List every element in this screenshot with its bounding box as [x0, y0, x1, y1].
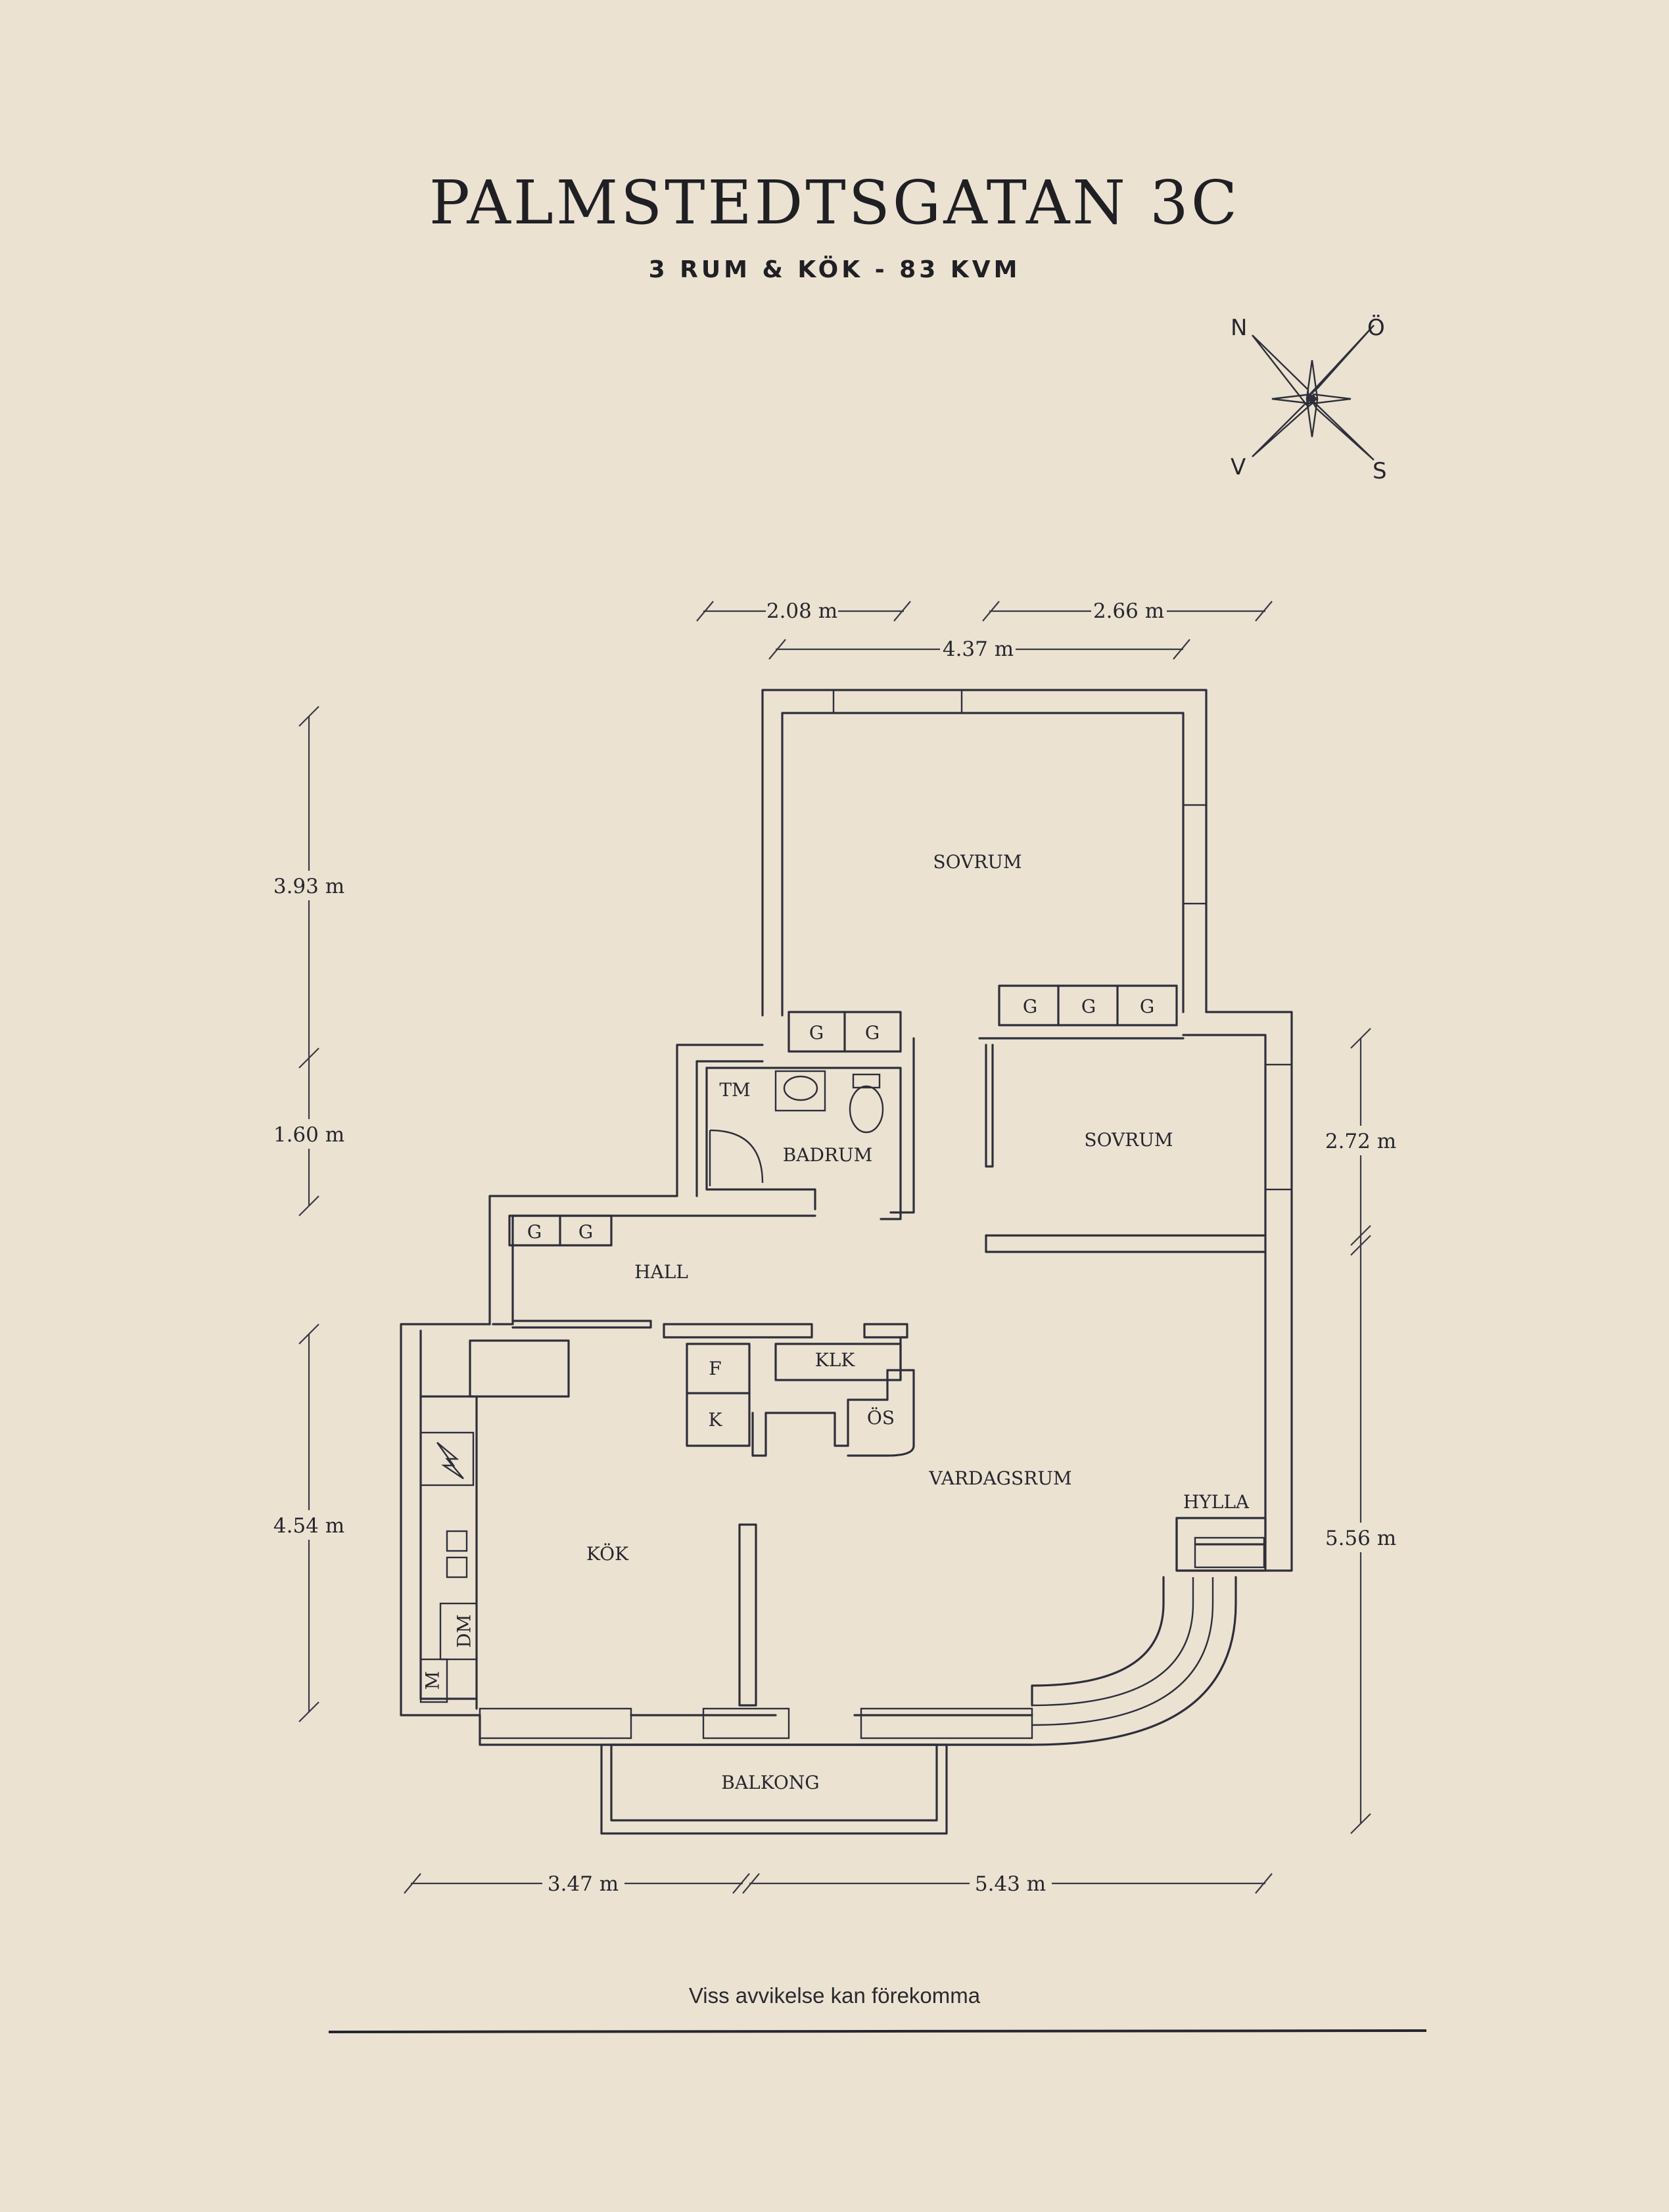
compass-east-label: Ö [1367, 314, 1385, 341]
dimension-label: 3.93 m [273, 875, 344, 898]
interior-walls [419, 1037, 1267, 1835]
room-label-vardagsrum: VARDAGSRUM [928, 1467, 1071, 1489]
dimension-label: 5.43 m [975, 1872, 1046, 1896]
room-label-kok: KÖK [586, 1542, 629, 1565]
dimension-label: 2.72 m [1325, 1130, 1396, 1153]
page-title: PALMSTEDTSGATAN 3C [429, 168, 1240, 238]
closet-label: G [865, 1022, 880, 1044]
dimension-label: 4.54 m [273, 1514, 344, 1538]
compass-north-label: N [1231, 315, 1247, 341]
disclaimer-text: Viss avvikelse kan förekomma [688, 1983, 981, 2008]
closets [508, 984, 1178, 1247]
room-label-m: M [422, 1671, 444, 1690]
dimension-lines [298, 601, 1371, 1894]
compass-south-label: S [1373, 458, 1387, 484]
closet-label: G [527, 1221, 542, 1243]
closet-label: G [1140, 996, 1154, 1017]
room-label-klk: KLK [815, 1349, 856, 1371]
footer-divider [328, 2029, 1427, 2033]
room-label-dm: DM [454, 1614, 475, 1647]
closet-label: G [1081, 996, 1096, 1017]
room-label-sovrum: SOVRUM [933, 851, 1022, 873]
dimension-label: 2.66 m [1093, 599, 1164, 623]
room-label-hall: HALL [634, 1261, 688, 1283]
room-label-os: ÖS [867, 1406, 895, 1429]
closet-label: G [809, 1022, 824, 1044]
room-label-balkong: BALKONG [721, 1772, 819, 1793]
dimension-label: 3.47 m [548, 1872, 619, 1896]
dimension-label: 5.56 m [1325, 1527, 1396, 1550]
closet-label: G [1023, 996, 1037, 1017]
compass-rose-icon [1252, 325, 1375, 461]
room-label-badrum: BADRUM [783, 1144, 873, 1166]
compass-west-label: V [1231, 454, 1246, 480]
dimension-label: 4.37 m [943, 637, 1014, 661]
page-subtitle: 3 RUM & KÖK - 83 KVM [648, 256, 1021, 283]
room-label-sovrum: SOVRUM [1084, 1129, 1173, 1151]
exterior-walls [400, 689, 1293, 1746]
room-label-k: K [709, 1409, 723, 1431]
room-label-tm: TM [719, 1079, 750, 1101]
room-label-f: F [709, 1358, 721, 1379]
room-label-hylla: HYLLA [1183, 1491, 1250, 1513]
closet-label: G [578, 1221, 593, 1243]
dimension-label: 2.08 m [766, 599, 837, 623]
dimension-label: 1.60 m [273, 1123, 344, 1147]
